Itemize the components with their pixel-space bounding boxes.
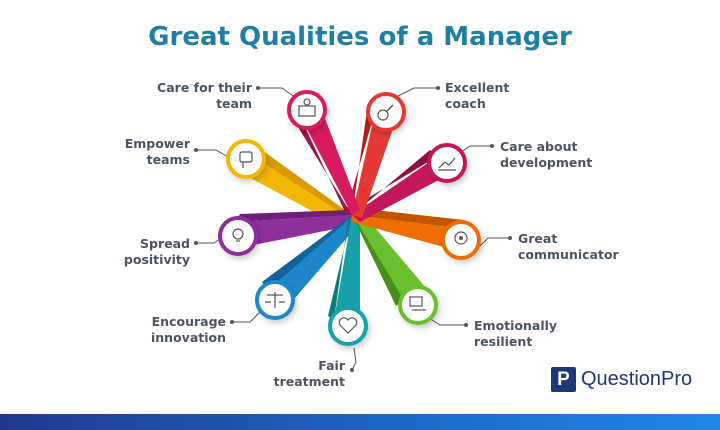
lightbulb-icon	[218, 216, 258, 256]
questionpro-logo: P QuestionPro	[551, 367, 692, 392]
person-board-icon	[398, 285, 438, 325]
label-spread-positivity: Spread positivity	[123, 236, 190, 267]
label-empower-teams: Empower teams	[124, 136, 190, 167]
arm-spread-positivity	[236, 210, 352, 248]
arm-care-development	[348, 150, 450, 222]
label-care-for-their-team: Care for their team	[157, 80, 252, 111]
footer-gradient-bar	[0, 414, 720, 430]
growth-hand-icon	[427, 143, 467, 183]
scales-icon	[255, 280, 295, 320]
label-care-about-development: Care about development	[500, 139, 593, 170]
fist-icon	[226, 139, 266, 179]
arm-great-communicator	[352, 208, 464, 252]
logo-text: QuestionPro	[581, 368, 693, 390]
page-title: Great Qualities of a Manager	[148, 22, 572, 52]
arm-fair-treatment	[328, 215, 360, 322]
head-gear-icon	[441, 220, 481, 260]
arm-emotionally-resilient	[352, 212, 426, 306]
arm-excellent-coach	[346, 104, 398, 218]
logo-mark: P	[551, 367, 576, 392]
people-building-icon	[287, 90, 327, 130]
label-fair-treatment: Fair treatment	[273, 358, 345, 389]
connector-dots	[194, 86, 512, 372]
arm-encourage-innovation	[262, 215, 358, 306]
label-emotionally-resilient: Emotionally resilient	[474, 318, 558, 349]
label-great-communicator: Great communicator	[518, 231, 619, 262]
whistle-icon	[366, 92, 406, 132]
label-encourage-innovation: Encourage innovation	[151, 314, 226, 345]
label-excellent-coach: Excellent coach	[445, 80, 510, 111]
heart-handshake-icon	[328, 306, 368, 346]
